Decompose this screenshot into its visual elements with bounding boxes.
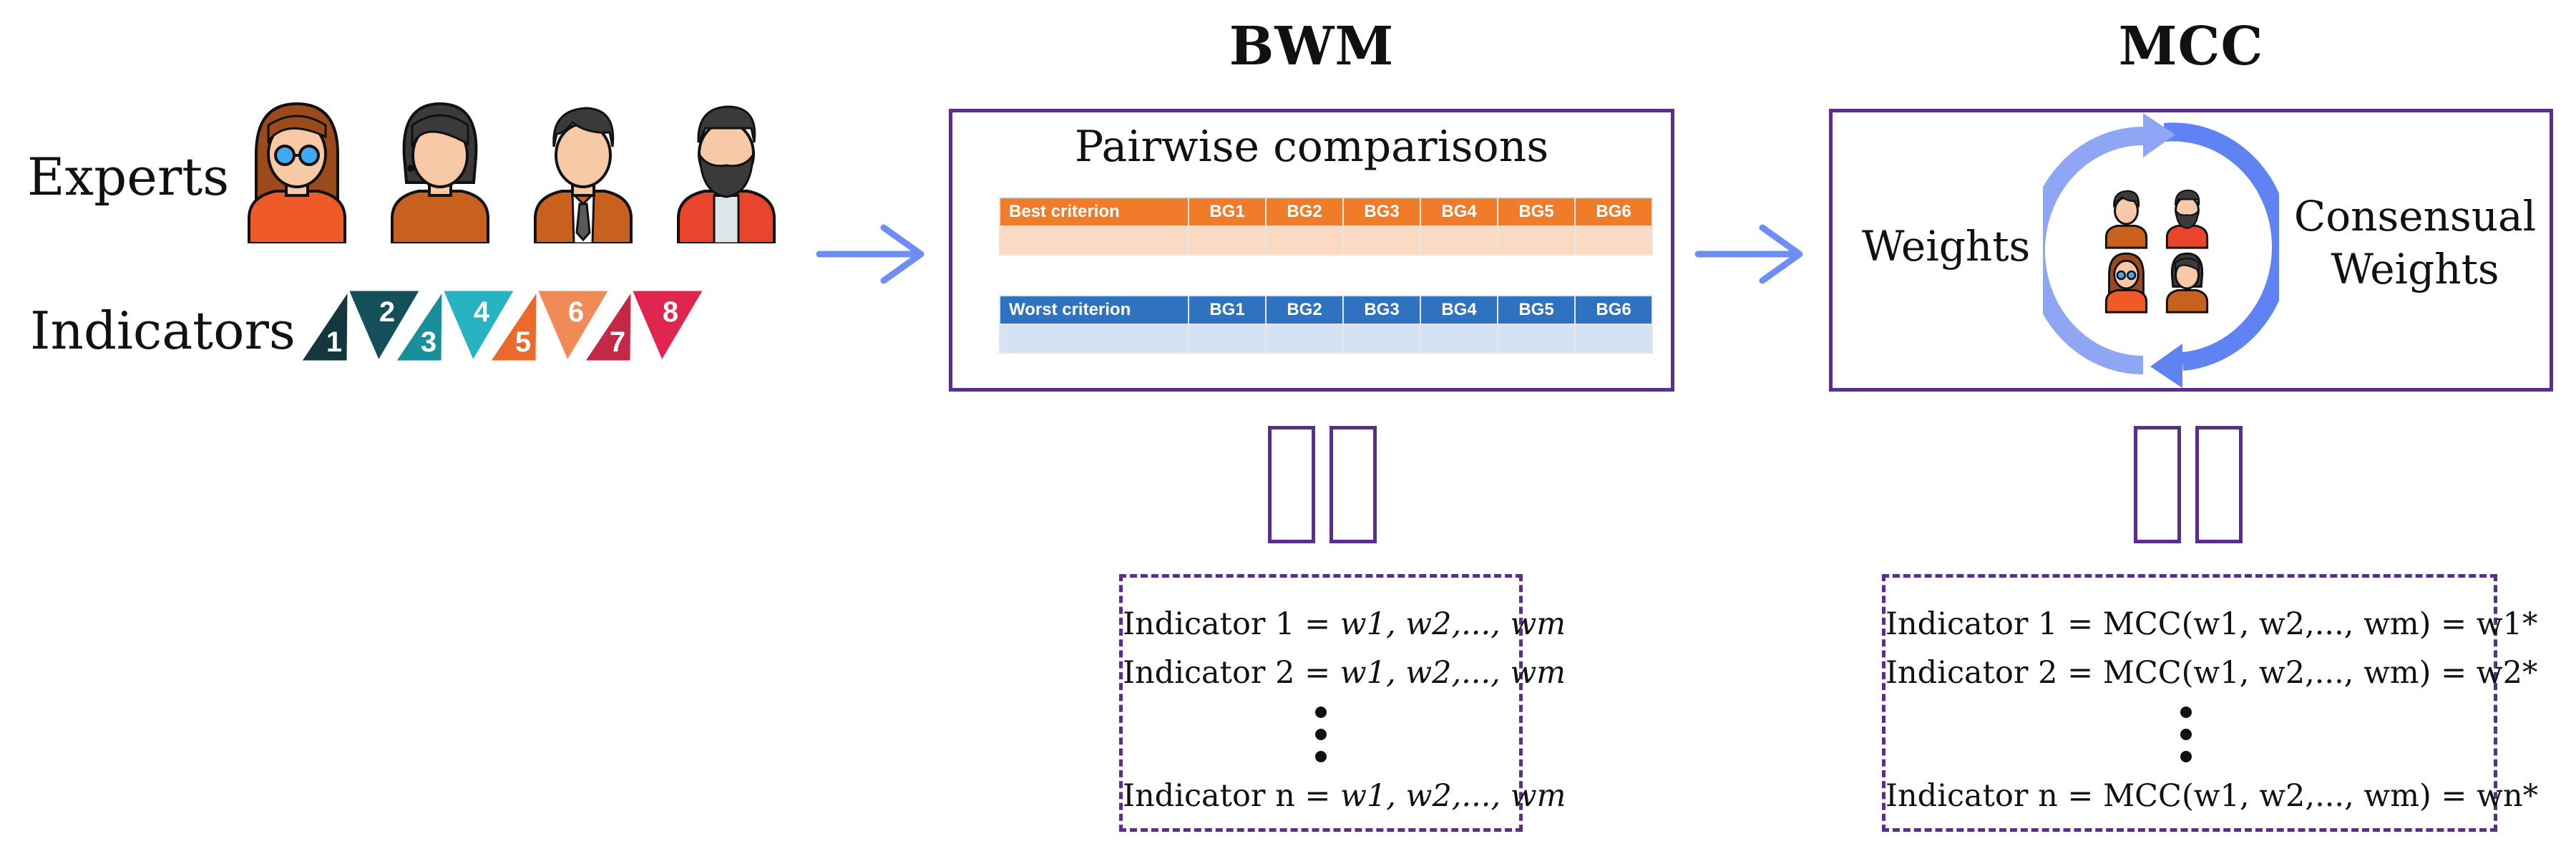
mcc-equation-n: Indicator n = MCC(w1, w2,..., wm) = wn* — [1885, 778, 2539, 814]
value-cell — [1420, 225, 1498, 256]
bwm-equation-n: Indicator n = w1, w2,..., wm — [1123, 778, 1566, 814]
mcc-weights-label: Weights — [1862, 222, 2031, 271]
mcc-equation-1: Indicator 1 = MCC(w1, w2,..., wm) = w1* — [1885, 606, 2538, 642]
bwm-connector-rect-left — [1268, 426, 1315, 543]
indicator-triangle: 5 — [487, 290, 539, 363]
mcc-connector-rect-left — [2134, 426, 2181, 543]
column-header-cell: BG1 — [1188, 295, 1267, 325]
mini-expert-man-beard-icon — [2165, 189, 2209, 249]
value-cell — [999, 324, 1189, 354]
value-cell — [1342, 225, 1421, 256]
expert-man-tie-icon — [534, 107, 633, 243]
value-cell — [1188, 225, 1267, 256]
mcc-consensual-label-line2: Weights — [2331, 245, 2499, 293]
mcc-connector-rect-right — [2195, 426, 2243, 543]
indicators-strip: 1 23 45 67 8 — [301, 290, 706, 364]
indicator-number: 3 — [421, 326, 436, 358]
mcc-title: MCC — [2118, 16, 2264, 77]
column-header-cell: BG1 — [1188, 197, 1267, 227]
consensus-cycle-icon — [2043, 113, 2279, 388]
mcc-vertical-ellipsis-icon — [2180, 707, 2192, 762]
indicator-number: 1 — [326, 326, 342, 358]
indicator-number: 5 — [515, 326, 531, 358]
column-header-cell: BG5 — [1497, 197, 1576, 227]
indicator-triangle: 8 — [630, 290, 706, 364]
column-header-cell: BG2 — [1265, 295, 1344, 325]
indicators-label: Indicators — [30, 301, 296, 361]
mcc-equation-2: Indicator 2 = MCC(w1, w2,..., wm) = w2* — [1885, 655, 2538, 691]
experts-avatars — [248, 102, 776, 243]
value-cell — [999, 225, 1189, 256]
bwm-panel-title: Pairwise comparisons — [1074, 122, 1549, 172]
mini-expert-woman-glasses-icon — [2104, 252, 2148, 314]
bwm-equation-1: Indicator 1 = w1, w2,..., wm — [1123, 606, 1566, 642]
mcc-equations-box: Indicator 1 = MCC(w1, w2,..., wm) = w1* … — [1882, 574, 2539, 832]
column-header-cell: BG6 — [1574, 197, 1653, 227]
expert-man-beard-icon — [677, 105, 776, 243]
bwm-vertical-ellipsis-icon — [1315, 707, 1327, 762]
expert-woman-glasses-icon — [248, 102, 346, 243]
column-header-cell: BG5 — [1497, 295, 1576, 325]
criterion-header-cell: Best criterion — [999, 197, 1189, 227]
indicator-triangle: 2 — [346, 290, 422, 364]
value-cell — [1342, 324, 1421, 354]
column-header-cell: BG3 — [1342, 197, 1421, 227]
value-cell — [1497, 324, 1576, 354]
value-cell — [1574, 225, 1653, 256]
bwm-equations-box: Indicator 1 = w1, w2,..., wm Indicator 2… — [1119, 574, 1566, 832]
indicator-triangle: 4 — [441, 290, 517, 364]
arrow-to-mcc-icon — [1694, 224, 1803, 284]
arrow-to-bwm-icon — [816, 224, 924, 284]
bwm-title: BWM — [1229, 16, 1395, 77]
expert-woman-icon — [391, 102, 489, 243]
column-header-cell: BG4 — [1420, 197, 1498, 227]
bwm-equation-2: Indicator 2 = w1, w2,..., wm — [1123, 655, 1566, 691]
value-cell — [1188, 324, 1267, 354]
indicator-number: 6 — [568, 296, 584, 328]
value-cell — [1265, 225, 1344, 256]
bwm-connector-rect-right — [1330, 426, 1377, 543]
value-cell — [1420, 324, 1498, 354]
indicator-triangle: 3 — [393, 290, 444, 363]
value-cell — [1497, 225, 1576, 256]
value-cell — [1574, 324, 1653, 354]
column-header-cell: BG4 — [1420, 295, 1498, 325]
column-header-cell: BG3 — [1342, 295, 1421, 325]
column-header-cell: BG6 — [1574, 295, 1653, 325]
indicator-number: 4 — [474, 296, 490, 328]
indicator-triangle: 6 — [535, 290, 611, 364]
mcc-consensual-label-line1: Consensual — [2293, 192, 2537, 241]
mcc-panel — [1829, 109, 2553, 392]
experts-label: Experts — [27, 147, 230, 207]
indicator-number: 8 — [663, 296, 678, 328]
indicator-number: 2 — [379, 296, 395, 328]
indicator-triangle: 7 — [582, 290, 633, 363]
indicator-triangle: 1 — [301, 290, 350, 363]
value-cell — [1265, 324, 1344, 354]
column-header-cell: BG2 — [1265, 197, 1344, 227]
mini-expert-woman-icon — [2165, 252, 2209, 314]
mini-expert-man-tie-icon — [2104, 190, 2148, 249]
criterion-header-cell: Worst criterion — [999, 295, 1189, 325]
indicator-number: 7 — [610, 326, 625, 358]
